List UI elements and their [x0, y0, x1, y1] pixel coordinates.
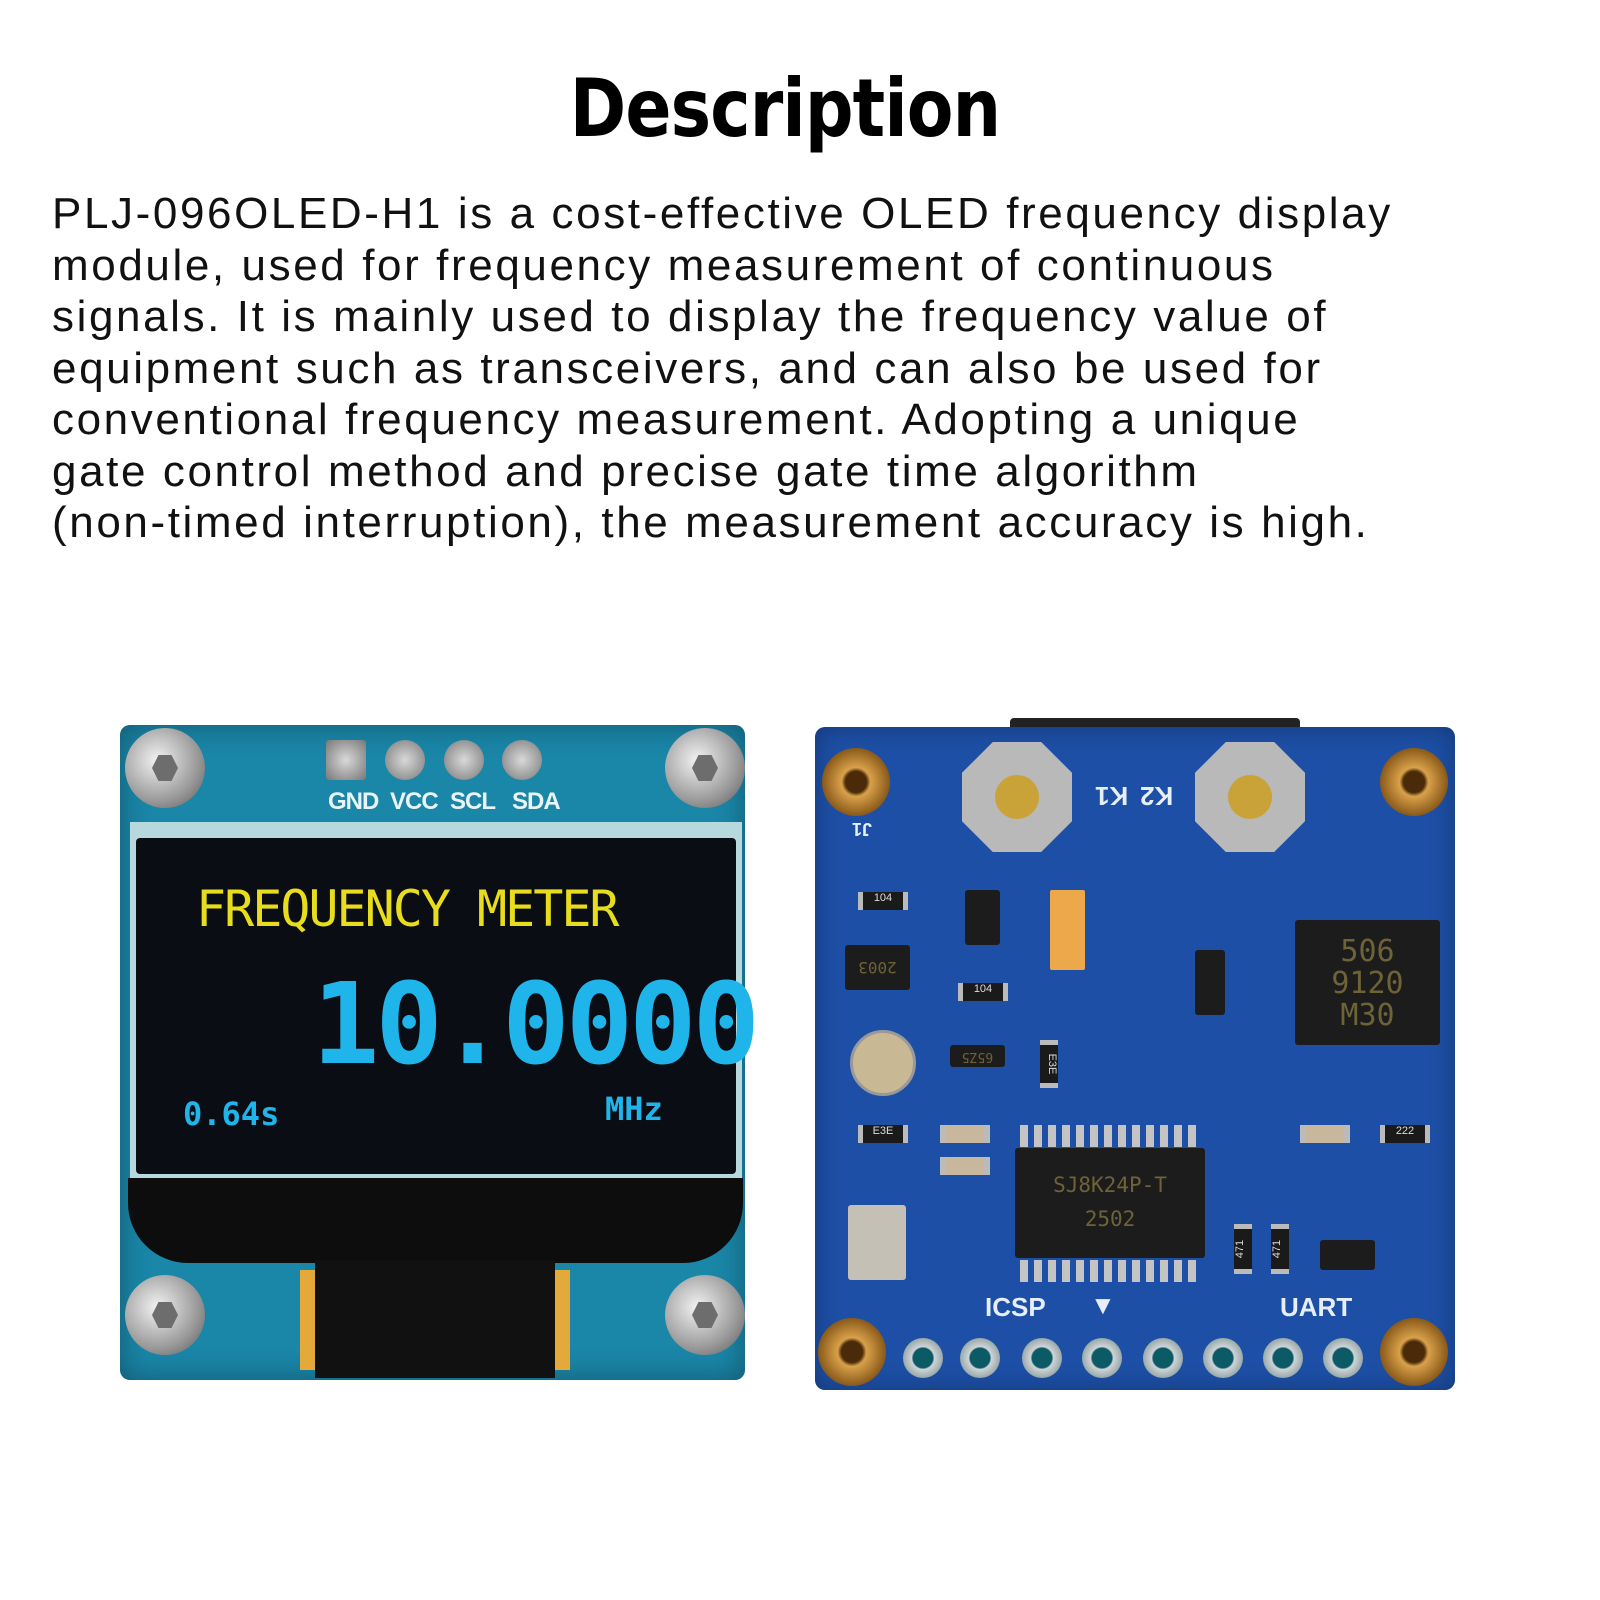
regulator	[1195, 950, 1225, 1015]
pin-pad-icon	[502, 740, 542, 780]
crystal-oscillator	[848, 1205, 906, 1280]
description-line: conventional frequency measurement. Adop…	[52, 395, 1301, 444]
resistor: 471	[1234, 1224, 1252, 1274]
description-line: equipment such as transceivers, and can …	[52, 343, 1323, 393]
screw-icon	[665, 728, 745, 808]
description-paragraph: PLJ-096OLED-H1 is a cost-effective OLED …	[52, 188, 1393, 549]
header-hole	[1022, 1338, 1062, 1378]
header-hole	[1143, 1338, 1183, 1378]
chip-text: SJ8K24P-T	[1053, 1173, 1167, 1197]
silk-j1: J1	[852, 819, 873, 839]
oled-frequency-value: 10.0000	[312, 960, 760, 1090]
brass-standoff-icon	[1380, 748, 1448, 816]
chip-506-9120: 506 9120 M30	[1295, 920, 1440, 1045]
header-hole	[903, 1338, 943, 1378]
oled-screen	[136, 838, 736, 1174]
ic-pins	[1020, 1260, 1202, 1282]
screw-icon	[125, 728, 205, 808]
chip-text: 506	[1340, 934, 1395, 969]
oled-unit: MHz	[605, 1090, 663, 1128]
chip-65z5: 65Z5	[950, 1045, 1005, 1067]
header-hole	[960, 1338, 1000, 1378]
capacitor	[1300, 1125, 1350, 1143]
pin-pad-icon	[385, 740, 425, 780]
description-line: signals. It is mainly used to display th…	[52, 292, 1329, 341]
mcu-chip: SJ8K24P-T 2502	[1015, 1148, 1205, 1258]
pin-label-gnd: GND	[328, 788, 379, 815]
button-k2	[1195, 742, 1305, 852]
oled-heading: FREQUENCY METER	[196, 880, 620, 938]
brass-standoff-icon	[818, 1318, 886, 1386]
screw-icon	[125, 1275, 205, 1355]
description-line: module, used for frequency measurement o…	[52, 240, 1276, 290]
description-line: (non-timed interruption), the measuremen…	[52, 498, 1370, 547]
chip-text: 2502	[1084, 1207, 1136, 1231]
page-title: Description	[569, 62, 1001, 155]
chip-2003: 2003	[845, 945, 910, 990]
transistor	[1320, 1240, 1375, 1270]
potentiometer-icon	[850, 1030, 916, 1096]
chip-text: M30	[1340, 998, 1395, 1033]
resistor: 222	[1380, 1125, 1430, 1143]
header-hole	[1263, 1338, 1303, 1378]
brass-standoff-icon	[822, 748, 890, 816]
silk-arrow-icon: ▼	[1090, 1290, 1116, 1320]
oled-gate-time: 0.64s	[183, 1095, 280, 1133]
pin-pad-icon	[444, 740, 484, 780]
capacitor	[940, 1157, 990, 1175]
description-line: PLJ-096OLED-H1 is a cost-effective OLED …	[52, 189, 1393, 238]
description-line: gate control method and precise gate tim…	[52, 446, 1200, 496]
flex-cable	[315, 1260, 555, 1378]
oled-base	[128, 1178, 743, 1263]
resistor: 104	[858, 892, 908, 910]
brass-standoff-icon	[1380, 1318, 1448, 1386]
silk-uart: UART	[1280, 1292, 1353, 1322]
ic-pins	[1020, 1125, 1202, 1147]
chip-text: 9120	[1331, 966, 1404, 1001]
pin-label-vcc: VCC	[390, 788, 439, 815]
silk-icsp: ICSP	[985, 1292, 1046, 1322]
button-k1	[962, 742, 1072, 852]
tantalum-capacitor	[1050, 890, 1085, 970]
header-hole	[1323, 1338, 1363, 1378]
resistor: 104	[958, 983, 1008, 1001]
pin-pad-icon	[326, 740, 366, 780]
resistor: 471	[1271, 1224, 1289, 1274]
transistor	[965, 890, 1000, 945]
header-hole	[1203, 1338, 1243, 1378]
screw-icon	[665, 1275, 745, 1355]
header-hole	[1082, 1338, 1122, 1378]
pin-label-scl: SCL	[450, 788, 496, 815]
flex-tab	[555, 1270, 570, 1370]
silk-k2: K2	[1140, 781, 1174, 811]
pin-label-sda: SDA	[512, 788, 561, 815]
silk-k1: K1	[1095, 781, 1129, 811]
resistor: E3E	[1040, 1040, 1058, 1088]
flex-tab	[300, 1270, 315, 1370]
capacitor	[940, 1125, 990, 1143]
resistor: E3E	[858, 1125, 908, 1143]
